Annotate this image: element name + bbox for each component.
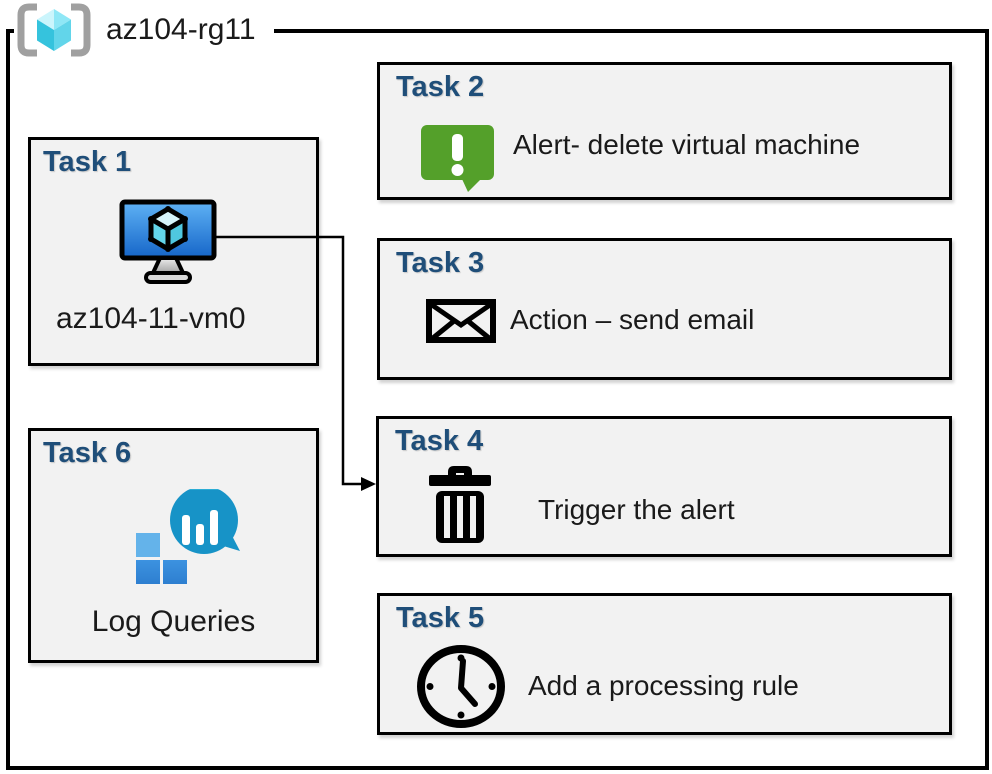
clock-icon <box>417 645 505 728</box>
exclamation-glyph <box>451 134 464 176</box>
alert-message-icon <box>421 125 494 192</box>
resource-group-boundary <box>6 29 989 770</box>
trash-lid <box>429 475 491 486</box>
left-bracket <box>17 3 37 57</box>
log-bubble <box>170 489 240 554</box>
alert-bubble-tail <box>462 179 481 192</box>
task6-label: Log Queries <box>91 605 256 638</box>
log-square-top-left <box>136 533 160 557</box>
monitor-base <box>144 271 192 284</box>
task1-title: Task 1 <box>43 146 132 178</box>
task5-title: Task 5 <box>396 602 485 634</box>
task4-box: Task 4 Trigger the alert <box>376 416 952 557</box>
envelope-body <box>426 299 496 343</box>
log-square-bottom-left <box>136 560 160 584</box>
vm-cube-glyph <box>148 206 188 252</box>
task2-box: Task 2 Alert- delete virtual machine <box>377 62 952 200</box>
virtual-machine-icon <box>119 199 217 284</box>
task6-title: Task 6 <box>43 437 132 469</box>
task3-box: Task 3 Action – send email <box>377 238 952 380</box>
task1-box: Task 1 <box>28 137 319 366</box>
cube-glyph <box>37 9 71 51</box>
trash-icon <box>429 466 491 543</box>
log-square-bottom-right <box>163 560 187 584</box>
clock-ring <box>417 645 505 728</box>
task4-label: Trigger the alert <box>538 494 735 525</box>
task5-box: Task 5 Add a processing rule <box>377 593 952 735</box>
right-bracket <box>71 3 91 57</box>
envelope-flap <box>430 302 492 329</box>
task5-label: Add a processing rule <box>528 670 799 701</box>
task1-label: az104-11-vm0 <box>56 302 246 335</box>
email-envelope-icon <box>426 299 496 343</box>
resource-group-name: az104-rg11 <box>106 13 256 46</box>
resource-group-icon <box>17 3 91 57</box>
task2-title: Task 2 <box>396 71 485 103</box>
task4-title: Task 4 <box>395 425 484 457</box>
log-analytics-icon <box>136 489 240 584</box>
clock-hands <box>458 658 478 707</box>
task2-label: Alert- delete virtual machine <box>513 129 861 160</box>
task3-label: Action – send email <box>510 304 755 335</box>
trash-handle <box>448 466 472 475</box>
resource-group-header: az104-rg11 <box>14 2 274 58</box>
task6-box: Task 6 Log Queries <box>28 428 319 663</box>
task3-title: Task 3 <box>396 247 485 279</box>
